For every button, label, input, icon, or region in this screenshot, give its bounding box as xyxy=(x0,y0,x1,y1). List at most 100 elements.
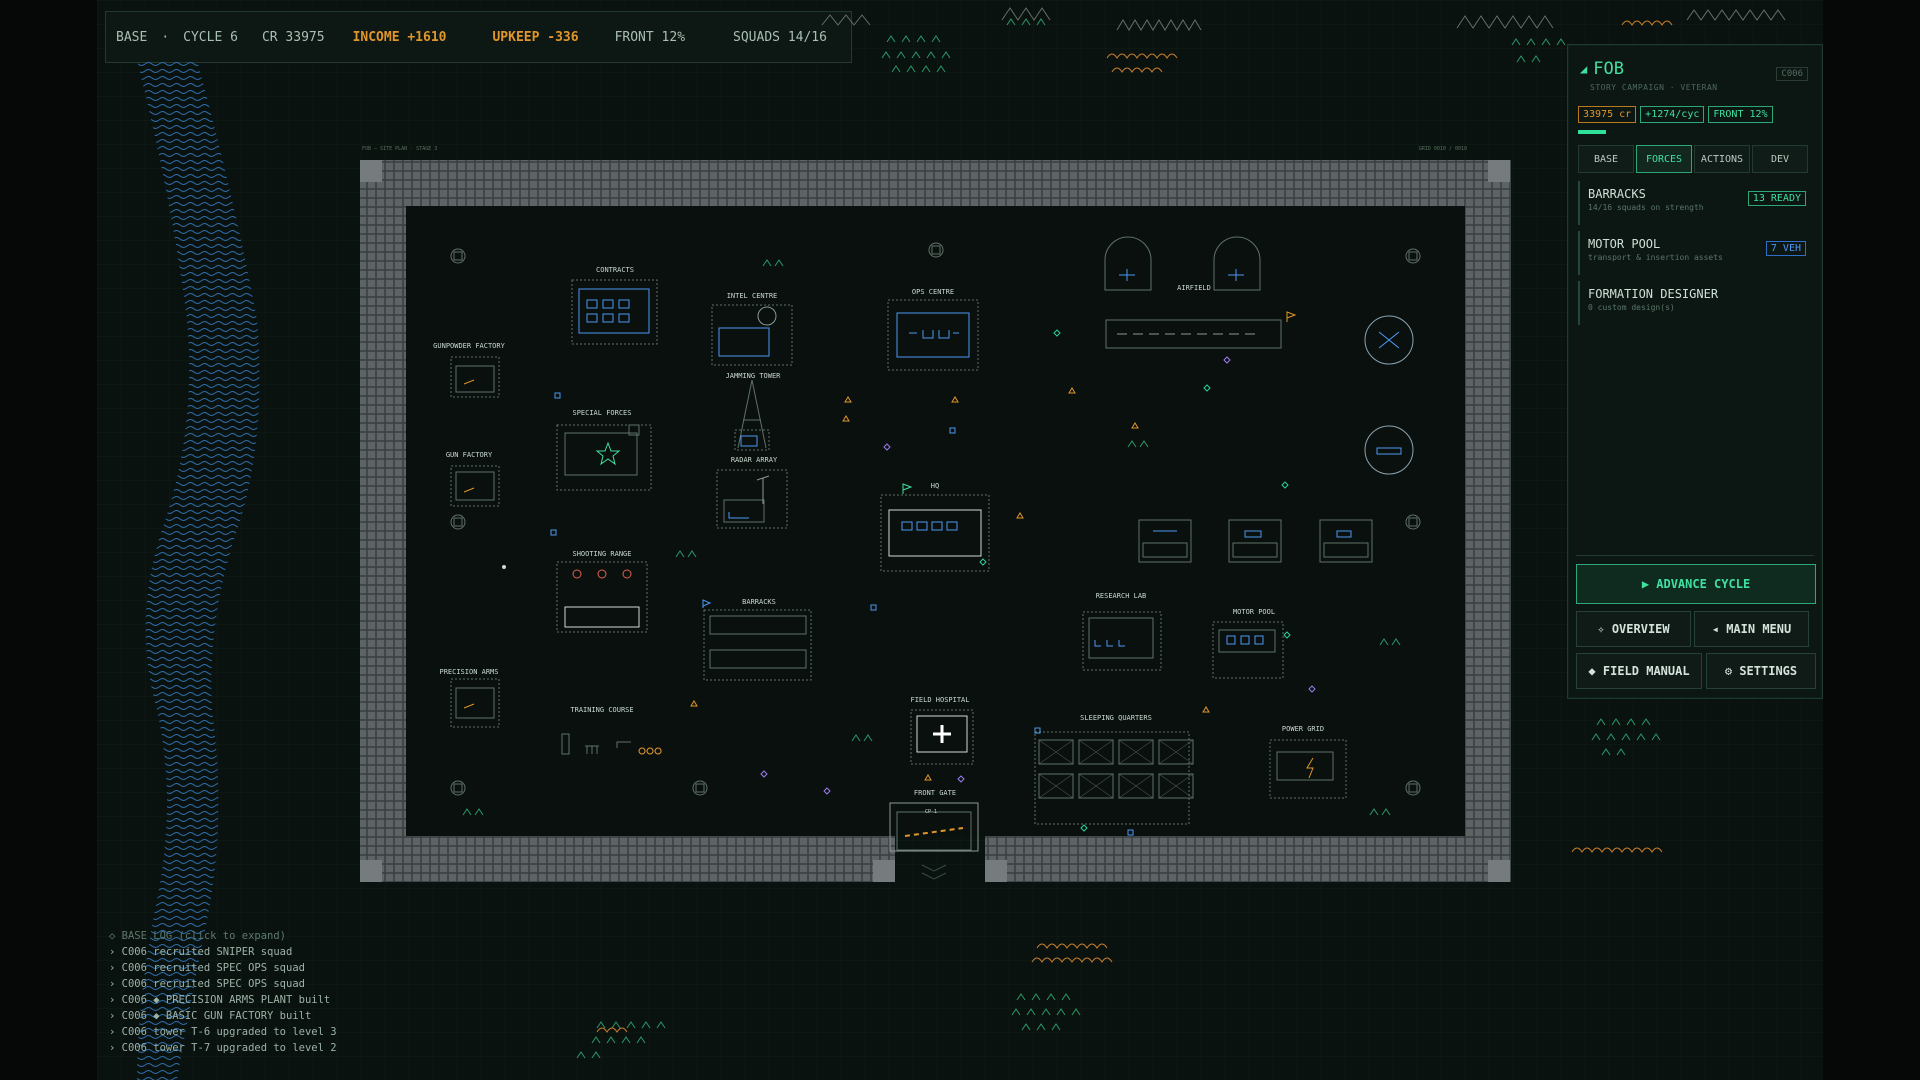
card-title: BARRACKS xyxy=(1588,187,1646,201)
label-intel-centre: INTEL CENTRE xyxy=(727,292,778,300)
building-shooting-range[interactable] xyxy=(556,561,648,633)
defense-tower[interactable] xyxy=(450,248,466,264)
income-readout: INCOME +1610 xyxy=(352,29,447,45)
log-header[interactable]: ◇ BASE LOG (click to expand) xyxy=(109,930,287,942)
settings-button[interactable]: ⚙ SETTINGS xyxy=(1706,653,1816,689)
building-contracts[interactable] xyxy=(571,279,658,345)
label-checkpoint: CP-1 xyxy=(925,809,937,815)
building-training-course[interactable] xyxy=(561,733,662,755)
building-special-forces[interactable] xyxy=(556,424,652,491)
tab-actions[interactable]: ACTIONS xyxy=(1694,145,1750,173)
label-contracts: CONTRACTS xyxy=(596,266,634,274)
building-gunpowder-factory[interactable] xyxy=(450,356,500,398)
building-power-grid[interactable] xyxy=(1269,739,1347,799)
building-barracks[interactable] xyxy=(702,599,812,681)
main-menu-button[interactable]: ◂ MAIN MENU xyxy=(1694,611,1809,647)
building-gun-factory[interactable] xyxy=(450,465,500,507)
log-entry: › C006 ◆ BASIC GUN FACTORY built xyxy=(109,1010,312,1022)
cycle-code-badge: C006 xyxy=(1776,67,1808,81)
perimeter-wall xyxy=(360,160,1511,882)
upkeep-readout: UPKEEP -336 xyxy=(492,29,579,45)
label-shooting-range: SHOOTING RANGE xyxy=(572,550,631,558)
front-chip: FRONT 12% xyxy=(1708,106,1773,123)
overview-button[interactable]: ✧ OVERVIEW xyxy=(1576,611,1691,647)
card-barracks[interactable]: BARRACKS 14/16 squads on strength 13 REA… xyxy=(1578,181,1814,225)
label-ops-centre: OPS CENTRE xyxy=(912,288,954,296)
site-plan: CONTRACTS INTEL CENTRE OPS CENTRE AIRFIE… xyxy=(360,160,1511,882)
river-terrain xyxy=(137,60,260,1080)
mode-label: BASE xyxy=(116,29,148,45)
building-front-gate[interactable] xyxy=(889,802,979,880)
building-ops-centre[interactable] xyxy=(887,299,979,371)
building-motor-pool[interactable] xyxy=(1212,621,1284,679)
airfield-hangar[interactable] xyxy=(1104,236,1152,291)
label-power-grid: POWER GRID xyxy=(1282,725,1324,733)
building-research-lab[interactable] xyxy=(1082,611,1162,671)
command-panel: ◢ FOB STORY CAMPAIGN · VETERAN C006 3397… xyxy=(1567,44,1823,699)
log-entry: › C006 tower T-6 upgraded to level 3 xyxy=(109,1026,337,1038)
defense-tower[interactable] xyxy=(450,514,466,530)
label-gunpowder-factory: GUNPOWDER FACTORY xyxy=(433,342,505,350)
vehicle-bay[interactable] xyxy=(1228,519,1282,563)
front-progress-bar xyxy=(1578,130,1606,134)
label-gun-factory: GUN FACTORY xyxy=(446,451,493,459)
corner-post xyxy=(360,160,382,182)
building-intel-centre[interactable] xyxy=(711,304,793,366)
advance-cycle-button[interactable]: ▶ ADVANCE CYCLE xyxy=(1576,564,1816,604)
air-unit-slot[interactable] xyxy=(1364,315,1414,365)
site-plan-header: FOB — SITE PLAN · STAGE 3 xyxy=(362,146,437,152)
label-precision-arms: PRECISION ARMS xyxy=(439,668,498,676)
tab-base[interactable]: BASE xyxy=(1578,145,1634,173)
label-airfield: AIRFIELD xyxy=(1177,284,1211,292)
base-log[interactable]: ◇ BASE LOG (click to expand) › C006 recr… xyxy=(109,928,337,1056)
label-special-forces: SPECIAL FORCES xyxy=(572,409,631,417)
defense-tower[interactable] xyxy=(450,780,466,796)
defense-tower[interactable] xyxy=(1405,248,1421,264)
label-motor-pool: MOTOR POOL xyxy=(1233,608,1275,616)
ready-badge: 13 READY xyxy=(1747,191,1806,206)
card-subtitle: 14/16 squads on strength xyxy=(1588,203,1704,212)
card-formation-designer[interactable]: FORMATION DESIGNER 0 custom design(s) xyxy=(1578,281,1814,325)
building-precision-arms[interactable] xyxy=(450,678,500,728)
terrain-layer xyxy=(576,7,1786,1059)
defense-tower[interactable] xyxy=(928,242,944,258)
label-training-course: TRAINING COURSE xyxy=(570,706,633,714)
vehicle-bay[interactable] xyxy=(1319,519,1373,563)
building-radar-array[interactable] xyxy=(716,469,788,529)
vehicle-badge: 7 VEH xyxy=(1765,241,1806,256)
defense-tower[interactable] xyxy=(692,780,708,796)
label-front-gate: FRONT GATE xyxy=(914,789,956,797)
airfield-runway[interactable] xyxy=(1105,311,1297,349)
grid-readout: GRID 0010 / 0010 xyxy=(1419,146,1467,152)
income-rate-chip: +1274/cyc xyxy=(1640,106,1705,123)
panel-title: FOB xyxy=(1593,59,1624,79)
defense-tower[interactable] xyxy=(1405,514,1421,530)
label-radar-array: RADAR ARRAY xyxy=(731,456,778,464)
log-entry: › C006 tower T-7 upgraded to level 2 xyxy=(109,1042,337,1054)
log-entry: › C006 recruited SPEC OPS squad xyxy=(109,978,305,990)
card-title: MOTOR POOL xyxy=(1588,237,1661,251)
air-unit-slot[interactable] xyxy=(1364,425,1414,475)
squads-readout: SQUADS 14/16 xyxy=(733,29,827,45)
log-entry: › C006 ◆ PRECISION ARMS PLANT built xyxy=(109,994,331,1006)
vehicle-bay[interactable] xyxy=(1138,519,1192,563)
label-barracks: BARRACKS xyxy=(742,598,776,606)
building-sleeping-quarters[interactable] xyxy=(1034,731,1194,825)
building-field-hospital[interactable] xyxy=(910,709,974,765)
card-title: FORMATION DESIGNER xyxy=(1588,287,1719,301)
separator-dot: · xyxy=(161,29,170,45)
flag-icon: ◢ xyxy=(1580,62,1588,76)
game-viewport[interactable]: BASE · CYCLE 6 CR 33975 INCOME +1610 UPK… xyxy=(97,0,1823,1080)
building-hq[interactable] xyxy=(880,483,990,572)
card-motor-pool[interactable]: MOTOR POOL transport & insertion assets … xyxy=(1578,231,1814,275)
corner-post xyxy=(1488,160,1510,182)
corner-post xyxy=(1488,860,1510,882)
gate-post xyxy=(985,860,1007,882)
field-manual-button[interactable]: ◆ FIELD MANUAL xyxy=(1576,653,1702,689)
defense-tower[interactable] xyxy=(1405,780,1421,796)
tab-forces[interactable]: FORCES xyxy=(1636,145,1692,173)
tab-dev[interactable]: DEV xyxy=(1752,145,1808,173)
building-jamming-tower[interactable] xyxy=(734,379,770,451)
log-entry: › C006 recruited SPEC OPS squad xyxy=(109,962,305,974)
airfield-hangar[interactable] xyxy=(1213,236,1261,291)
